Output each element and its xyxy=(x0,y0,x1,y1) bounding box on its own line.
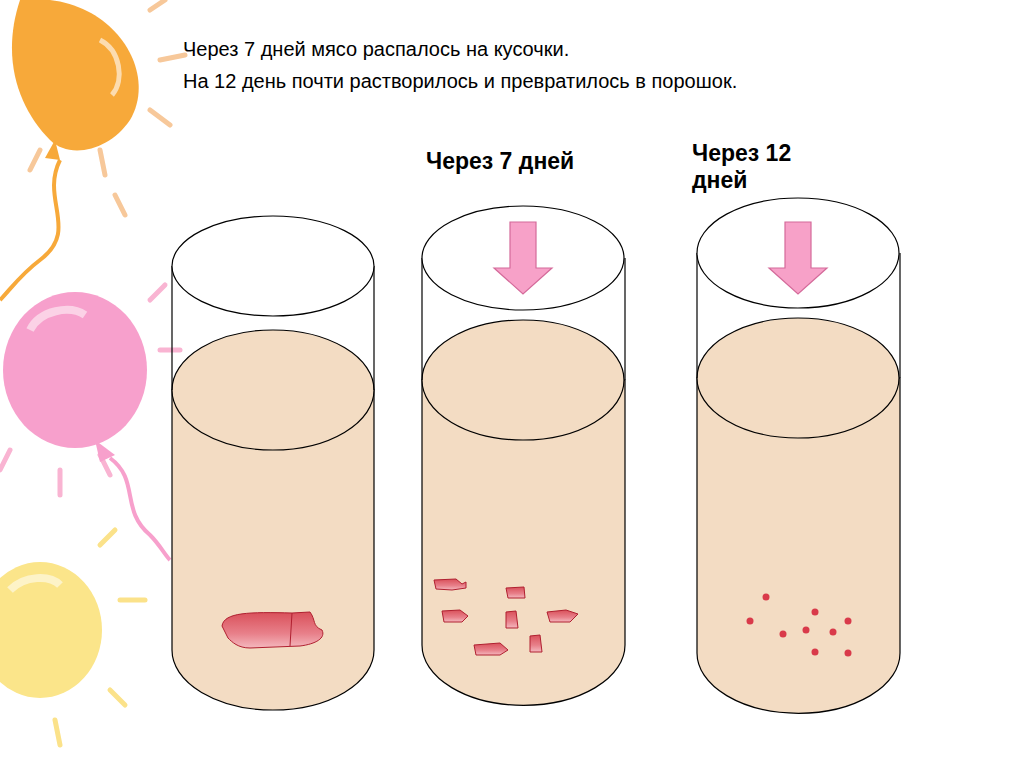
note-text: Через 7 дней мясо распалось на кусочки. xyxy=(183,38,569,61)
meat-pieces xyxy=(222,579,578,655)
down-arrows xyxy=(494,222,827,294)
balloon-decoration xyxy=(0,0,185,745)
glass-label: Через 12 дней xyxy=(692,140,832,194)
note-text: На 12 день почти растворилось и преврати… xyxy=(183,70,737,93)
glass-label: Через 7 дней xyxy=(426,148,646,175)
meat-powder xyxy=(747,594,852,657)
glass-cylinders xyxy=(172,198,900,713)
